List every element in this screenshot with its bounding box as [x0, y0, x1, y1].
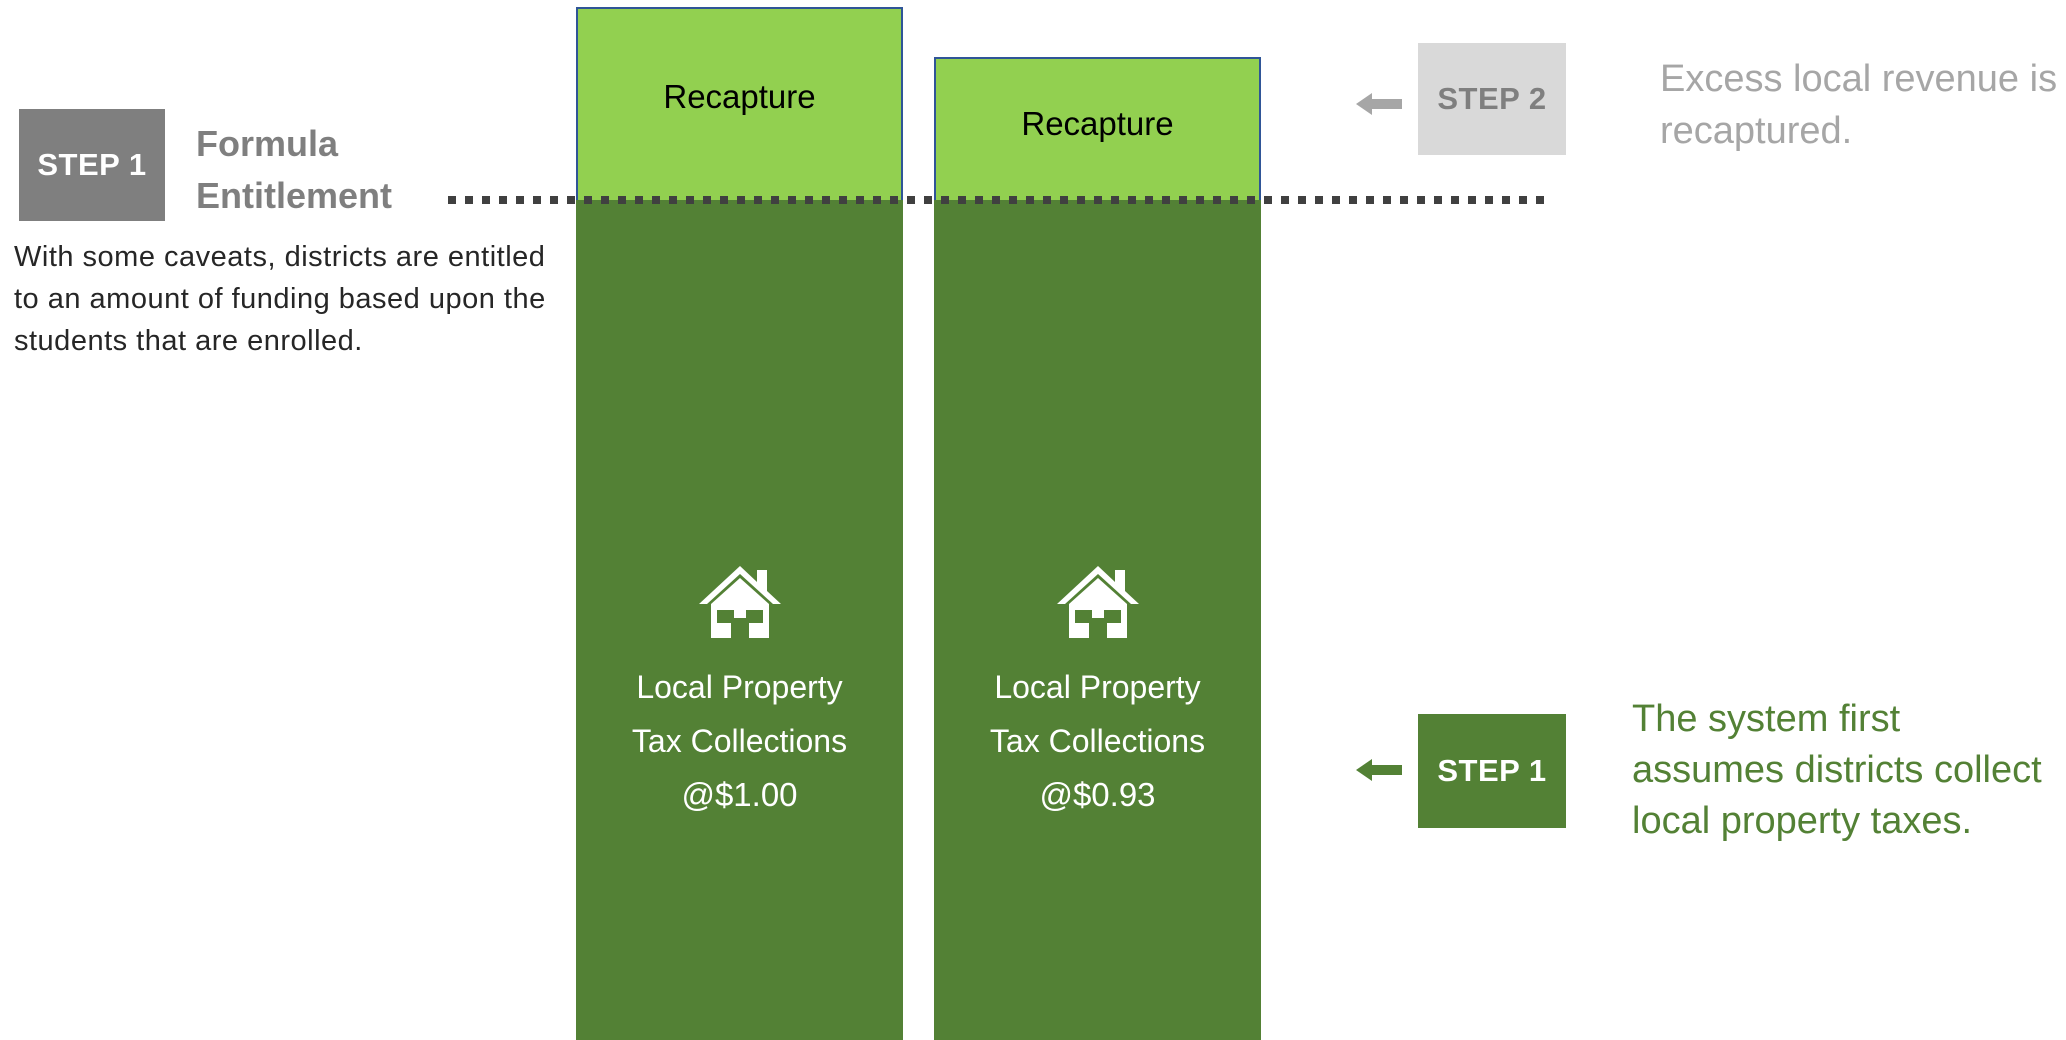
- column-2-recapture-label: Recapture: [1021, 104, 1174, 142]
- step2-badge: STEP 2: [1418, 43, 1566, 155]
- house-icon: [695, 562, 785, 647]
- column-2-rate: @$0.93: [1039, 776, 1156, 813]
- heading-line2: Entitlement: [196, 175, 393, 216]
- column-2-base: Local Property Tax Collections @$0.93: [934, 198, 1261, 1040]
- column-2-label: Local Property Tax Collections @$0.93: [934, 660, 1261, 822]
- column-1-label-line2: Tax Collections: [631, 723, 848, 759]
- arrow-left-icon: [1356, 93, 1402, 115]
- step2-note: Excess local revenue is recaptured.: [1660, 58, 2058, 152]
- entitlement-dotted-line: [448, 196, 1546, 204]
- column-2-label-line2: Tax Collections: [989, 723, 1206, 759]
- arrow-left-icon: [1356, 759, 1402, 781]
- formula-entitlement-heading: Formula Entitlement: [196, 118, 392, 222]
- step1-right-badge: STEP 1: [1418, 714, 1566, 828]
- column-1-recapture: Recapture: [576, 7, 903, 200]
- column-1-label-line1: Local Property: [636, 669, 843, 705]
- heading-line1: Formula: [196, 123, 339, 164]
- column-1-recapture-label: Recapture: [663, 77, 816, 115]
- column-1-label: Local Property Tax Collections @$1.00: [576, 660, 903, 822]
- house-icon: [1053, 562, 1143, 647]
- step1-left-badge: STEP 1: [19, 109, 165, 221]
- column-2-recapture: Recapture: [934, 57, 1261, 200]
- column-1-rate: @$1.00: [681, 776, 798, 813]
- column-1-base: Local Property Tax Collections @$1.00: [576, 198, 903, 1040]
- column-2-label-line1: Local Property: [994, 669, 1201, 705]
- step1-note: The system first assumes districts colle…: [1632, 698, 2042, 842]
- entitlement-description: With some caveats, districts are entitle…: [14, 241, 546, 357]
